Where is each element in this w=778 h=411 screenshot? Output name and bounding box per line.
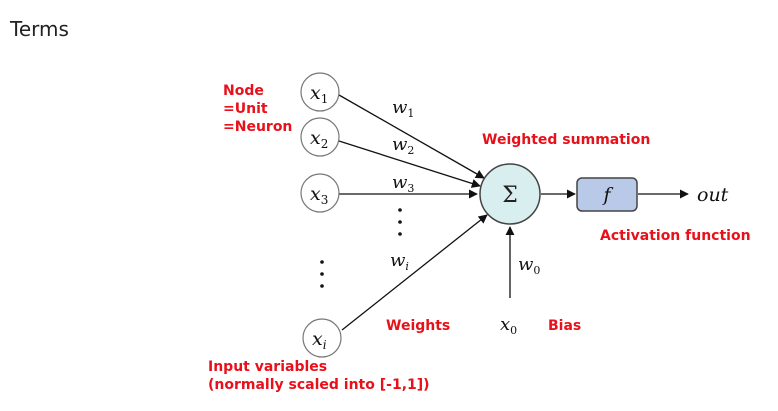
input-ellipsis <box>320 260 324 288</box>
input-nodes <box>300 72 342 358</box>
label-activation-function: Activation function <box>600 228 751 244</box>
edge-xi-sum <box>341 214 488 331</box>
output-label: out <box>697 184 729 206</box>
input-node-x2 <box>300 117 340 157</box>
weight-label-w2: w2 <box>392 134 414 157</box>
weight-ellipsis <box>398 208 402 236</box>
page-title: Terms <box>10 17 69 41</box>
weight-label-w1: w1 <box>392 97 414 120</box>
input-label-x1: x1 <box>310 82 328 106</box>
label-unit: =Unit <box>223 101 268 117</box>
edge-x1-sum <box>338 94 485 179</box>
label-input-scale-note: (normally scaled into [-1,1]) <box>208 377 430 393</box>
label-node: Node <box>223 83 264 99</box>
connections <box>338 94 689 331</box>
input-node-x3 <box>300 173 340 213</box>
input-label-x2: x2 <box>310 127 328 151</box>
input-label-x3: x3 <box>310 183 328 207</box>
label-bias: Bias <box>548 318 581 334</box>
input-node-x1 <box>300 72 340 112</box>
input-label-xi: xi <box>312 328 327 352</box>
label-input-variables: Input variables <box>208 359 327 375</box>
summation-symbol: Σ <box>502 183 518 208</box>
weight-label-wi: wi <box>390 250 409 273</box>
activation-node <box>576 177 638 212</box>
label-weights: Weights <box>386 318 450 334</box>
label-neuron: =Neuron <box>223 119 292 135</box>
bias-weight-label: w0 <box>518 254 540 277</box>
activation-symbol: f <box>601 184 613 206</box>
input-node-xi <box>302 318 342 358</box>
weight-label-w3: w3 <box>392 172 414 195</box>
edge-x2-sum <box>338 140 481 188</box>
label-weighted-summation: Weighted summation <box>482 132 650 148</box>
summation-node <box>479 163 541 225</box>
bias-input-label: x0 <box>500 314 517 337</box>
